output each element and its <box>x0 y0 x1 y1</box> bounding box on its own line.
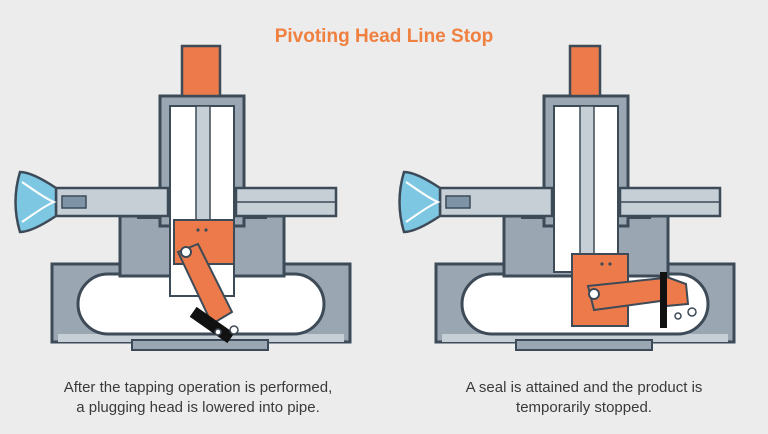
pipe-shadow <box>442 334 728 342</box>
seal-gasket <box>189 306 235 344</box>
pipe-bottom-saddle <box>131 339 269 351</box>
carrier-bolt <box>204 228 208 232</box>
panel-lowering <box>0 40 384 370</box>
caption-line: a plugging head is lowered into pipe. <box>76 399 320 416</box>
seal-gasket <box>660 272 667 328</box>
drive-spindle <box>180 44 222 98</box>
caption-line: A seal is attained and the product is <box>465 379 703 396</box>
actuator-collar <box>445 195 471 209</box>
handwheel-detail <box>405 181 441 223</box>
head-tip-roller <box>687 307 697 317</box>
pivot-pin <box>588 288 600 300</box>
pivot-arm <box>176 242 234 326</box>
head-tip-roller <box>674 312 682 320</box>
pivot-pin <box>180 246 192 258</box>
handwheel-icon <box>398 170 442 234</box>
diagram-title: Pivoting Head Line Stop <box>274 26 494 47</box>
head-tip-roller <box>229 325 239 335</box>
pipe-bottom-saddle <box>515 339 653 351</box>
guide-rod <box>579 105 595 257</box>
head-tip-roller <box>214 328 222 336</box>
guide-rod <box>195 105 211 237</box>
carrier-bolt <box>608 262 612 266</box>
line-stop-diagram-sealed <box>398 44 736 351</box>
caption-line: temporarily stopped. <box>516 399 652 416</box>
handwheel-icon <box>14 170 58 234</box>
drive-spindle <box>568 44 602 98</box>
handwheel-detail <box>21 181 57 223</box>
carrier-bolt <box>600 262 604 266</box>
caption-sealed: A seal is attained and the product is te… <box>392 378 768 418</box>
caption-lowering: After the tapping operation is performed… <box>6 378 390 418</box>
line-stop-diagram-lowering <box>14 44 352 351</box>
actuator-collar <box>61 195 87 209</box>
carrier-bolt <box>196 228 200 232</box>
caption-line: After the tapping operation is performed… <box>63 379 333 396</box>
pipe-shadow <box>58 334 344 342</box>
actuator-shaft-left <box>54 186 170 218</box>
panel-sealed <box>384 40 768 370</box>
